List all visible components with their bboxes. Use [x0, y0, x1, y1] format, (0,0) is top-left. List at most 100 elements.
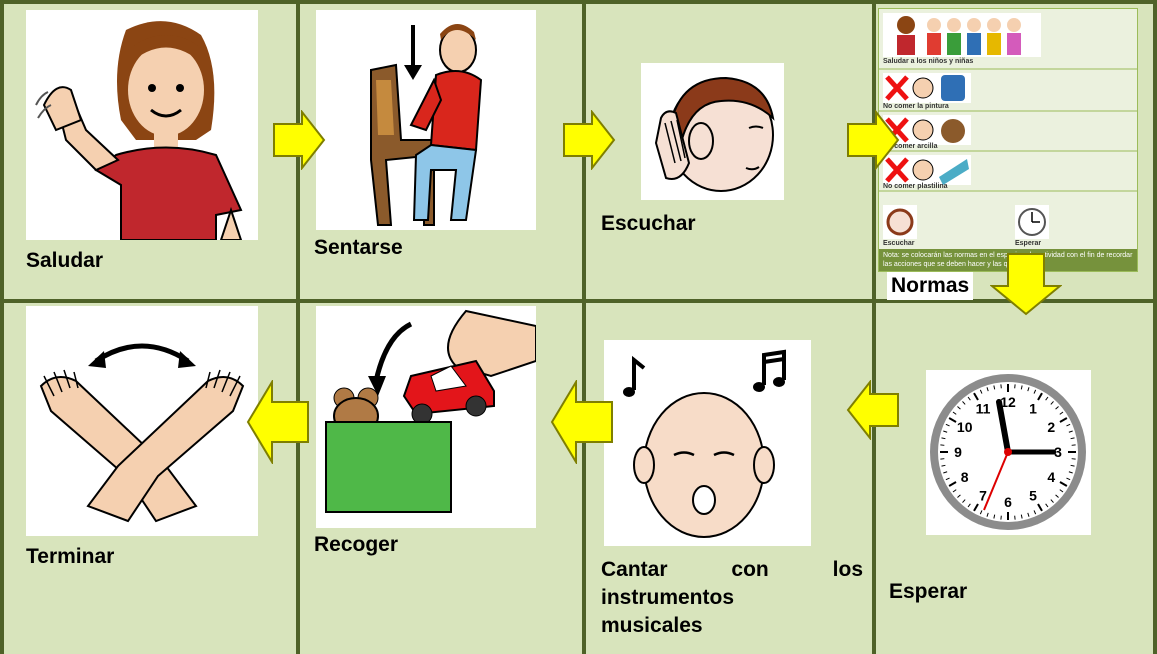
clock-tick — [1066, 423, 1071, 427]
clock-tick — [952, 489, 957, 493]
clock-tick — [986, 512, 989, 517]
arrow-down-icon — [990, 252, 1062, 316]
clock-tick — [1033, 389, 1037, 394]
clock-tick — [993, 385, 996, 390]
clock-tick — [941, 464, 946, 467]
arrow-left-icon — [846, 380, 900, 440]
cantar-pictogram — [604, 340, 811, 546]
clock-number: 9 — [954, 444, 962, 460]
grid-line — [0, 299, 1157, 303]
clock-tick — [957, 494, 961, 498]
clock-tick — [957, 406, 961, 410]
normas-row-label: Saludar a los niños y niñas — [883, 58, 974, 65]
clock-number: 11 — [976, 401, 991, 417]
clock-tick — [948, 481, 957, 487]
normas-label: Normas — [887, 272, 974, 300]
clock-tick — [967, 396, 971, 401]
grid-line — [582, 0, 586, 654]
clock-number: 6 — [1004, 494, 1012, 510]
clock-tick — [973, 392, 979, 401]
sentarse-label: Sentarse — [314, 236, 403, 259]
cantar-label-line: musicales — [601, 614, 703, 637]
clock-tick — [1037, 503, 1043, 512]
clock-tick — [1059, 481, 1068, 487]
cantar-label-word: con — [731, 558, 769, 581]
clock-tick — [1050, 499, 1054, 503]
clock-tick — [1059, 411, 1064, 415]
clock-tick — [1066, 477, 1071, 481]
clock-tick — [1020, 385, 1023, 390]
clock-tick — [941, 437, 946, 440]
grid-line — [296, 0, 300, 654]
clock-tick — [986, 387, 989, 392]
clock-tick — [1050, 401, 1054, 405]
normas-row-label: No comer la pintura — [883, 103, 949, 110]
clock-tick — [1059, 489, 1064, 493]
clock-tick — [1070, 464, 1075, 467]
normas-escuchar-label: Escuchar — [883, 240, 915, 247]
normas-sheet: Saludar a los niños y niñas No comer la … — [878, 8, 1138, 272]
arrow-left-icon — [550, 380, 614, 464]
normas-row-label: No comer arcilla — [883, 143, 938, 150]
clock-tick — [1070, 437, 1075, 440]
saludar-pictogram — [26, 10, 258, 240]
clock-tick — [967, 503, 971, 508]
clock-tick — [948, 417, 957, 423]
clock-number: 10 — [957, 419, 973, 435]
clock-tick — [979, 510, 983, 515]
cantar-label: Cantar con los instrumentos musicales — [601, 556, 863, 640]
clock-number: 12 — [1000, 394, 1016, 410]
clock-number: 1 — [1029, 401, 1037, 417]
clock-tick — [1068, 430, 1073, 433]
clock-number: 2 — [1047, 419, 1055, 435]
recoger-pictogram — [316, 306, 536, 528]
clock-tick — [973, 503, 979, 512]
clock-tick — [1068, 471, 1073, 474]
cantar-label-line: instrumentos — [601, 586, 735, 609]
recoger-label: Recoger — [314, 533, 399, 556]
clock-tick — [1020, 514, 1023, 519]
clock-number: 7 — [979, 487, 987, 503]
escuchar-label: Escuchar — [601, 212, 696, 235]
clock-tick — [945, 477, 950, 481]
clock-number: 8 — [961, 469, 969, 485]
escuchar-pictogram — [641, 63, 784, 200]
clock-tick — [1027, 387, 1030, 392]
terminar-pictogram — [26, 306, 258, 536]
clock-tick — [1059, 417, 1068, 423]
normas-esperar-label: Esperar — [1015, 240, 1042, 247]
clock-number: 3 — [1054, 444, 1062, 460]
clock-tick — [952, 411, 957, 415]
cantar-label-word: Cantar — [601, 558, 668, 581]
clock-tick — [943, 430, 948, 433]
arrow-right-icon — [846, 110, 900, 170]
grid-line — [872, 0, 876, 654]
esperar-label: Esperar — [889, 580, 968, 603]
normas-row-label: No comer plastilina — [883, 183, 948, 190]
clock-tick — [1045, 503, 1049, 508]
clock-tick — [943, 471, 948, 474]
arrow-right-icon — [272, 110, 326, 170]
grid-line — [1153, 0, 1157, 654]
clock-number: 5 — [1029, 487, 1037, 503]
clock-tick — [1055, 494, 1059, 498]
clock-tick — [1055, 406, 1059, 410]
clock-tick — [1027, 512, 1030, 517]
clock-tick — [993, 514, 996, 519]
grid-line — [0, 0, 1157, 4]
grid-line — [0, 0, 4, 654]
arrow-left-icon — [246, 380, 310, 464]
clock-tick — [945, 423, 950, 427]
clock-tick — [962, 499, 966, 503]
clock-tick — [1045, 396, 1049, 401]
sentarse-pictogram — [316, 10, 536, 230]
clock-tick — [1033, 510, 1037, 515]
arrow-right-icon — [562, 110, 616, 170]
cantar-label-word: los — [832, 558, 863, 581]
terminar-label: Terminar — [26, 545, 115, 568]
clock-tick — [962, 401, 966, 405]
clock-number: 4 — [1047, 469, 1055, 485]
saludar-label: Saludar — [26, 249, 104, 272]
